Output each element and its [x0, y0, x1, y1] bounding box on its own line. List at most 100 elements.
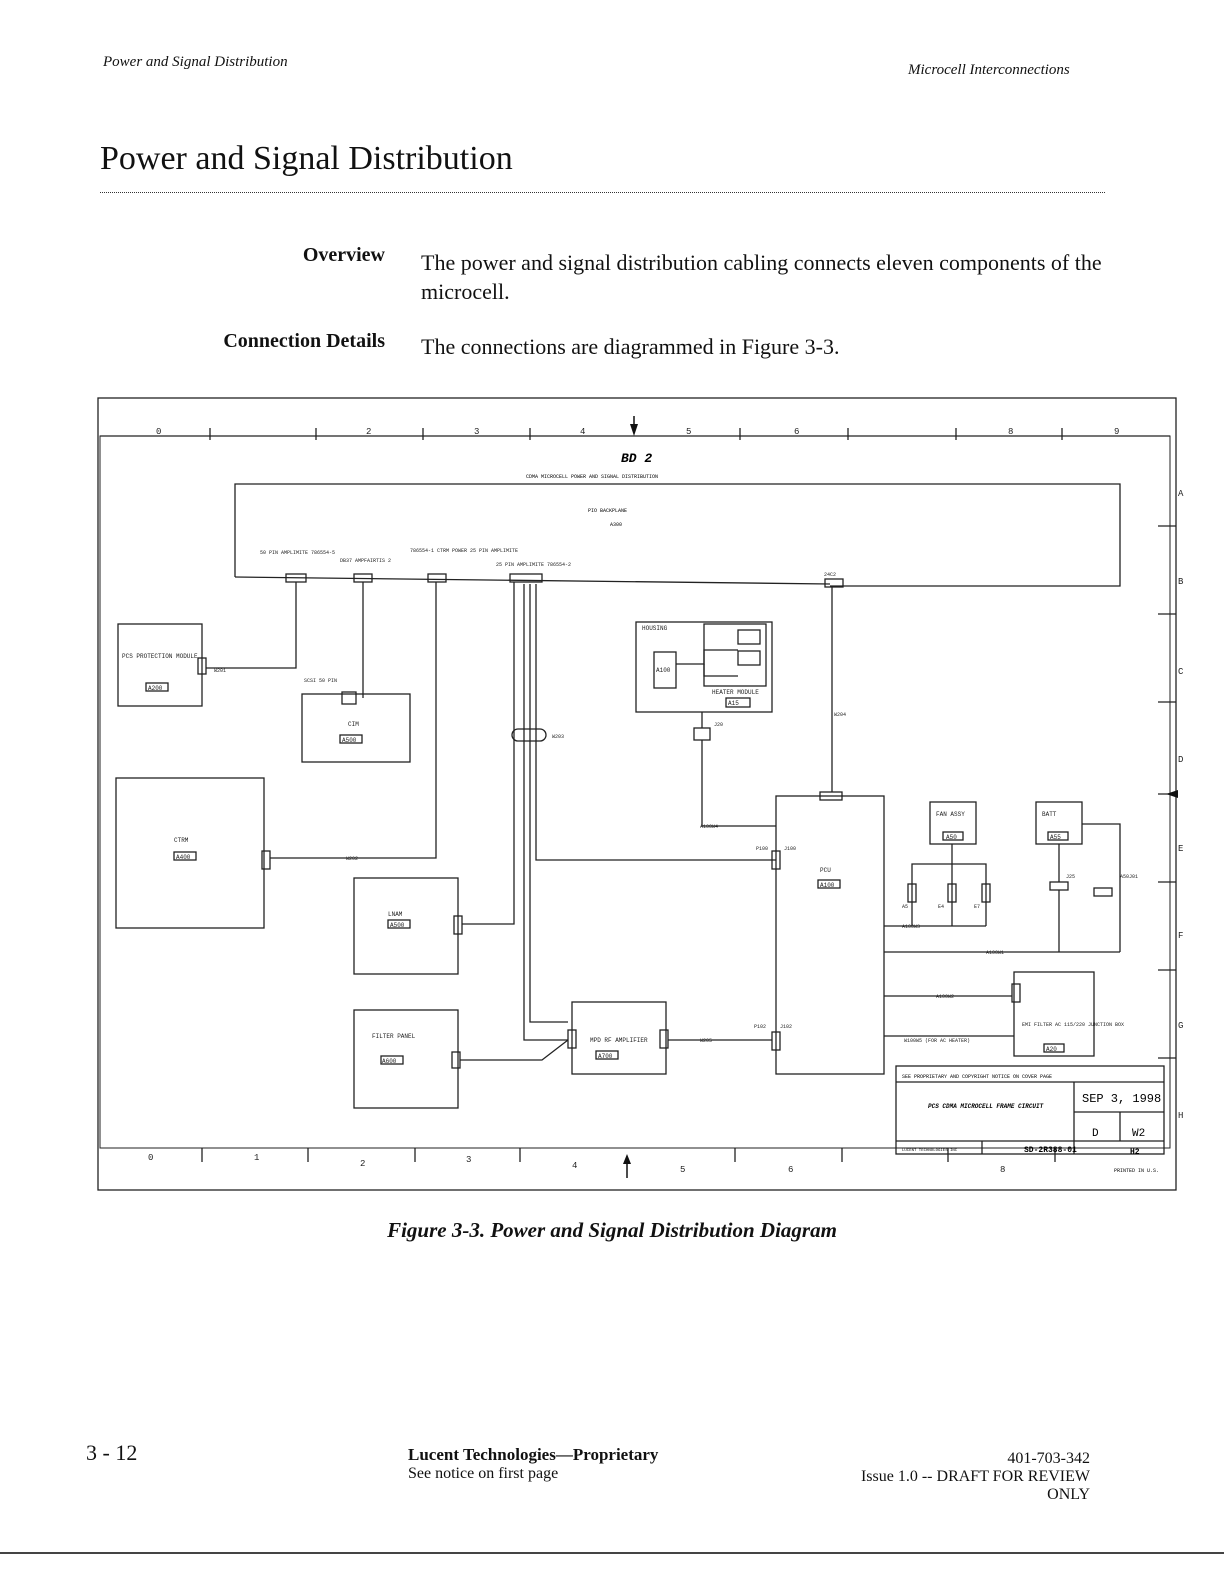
component-id: A55 — [1050, 834, 1061, 841]
wire-label: A100W4 — [700, 824, 718, 830]
footer-doc-block: 401-703-342 Issue 1.0 -- DRAFT FOR REVIE… — [780, 1450, 1090, 1504]
component-id: A200 — [148, 685, 163, 692]
side-letter: G — [1178, 1021, 1183, 1031]
page-title: Power and Signal Distribution — [100, 140, 513, 177]
connector-label: P100 — [756, 846, 768, 852]
top-ruler-label: 8 — [1008, 427, 1013, 437]
title-block-drawing-number: SD-2R388-01 — [1024, 1146, 1077, 1155]
footer-company-block: Lucent Technologies—Proprietary See noti… — [408, 1446, 658, 1483]
connector-label: J25 — [1066, 874, 1075, 880]
side-letter: B — [1178, 577, 1184, 587]
figure-caption: Figure 3-3. Power and Signal Distributio… — [387, 1218, 837, 1242]
running-header-right: Microcell Interconnections — [908, 62, 1070, 78]
backplane-box — [234, 483, 1121, 587]
connector-label: 786554-1 CTRM POWER 25 PIN AMPLIMITE — [410, 548, 518, 554]
title-block-page: H2 — [1130, 1148, 1140, 1157]
wire-label: A100W3 — [902, 924, 920, 930]
footer-issue: Issue 1.0 -- DRAFT FOR REVIEW — [860, 1468, 1090, 1485]
component-id: A400 — [176, 854, 191, 861]
side-letter: E — [1178, 844, 1183, 854]
component-name: MPD RF AMPLIFIER — [590, 1037, 648, 1044]
component-id: A700 — [598, 1053, 613, 1060]
fan-box — [929, 801, 977, 845]
filter-panel-box — [353, 1009, 459, 1109]
bottom-ruler-label: 5 — [680, 1165, 685, 1175]
title-block-rev: D — [1092, 1128, 1099, 1140]
component-name: CIM — [348, 721, 359, 728]
side-letter: A — [1178, 489, 1184, 499]
title-block-notice: SEE PROPRIETARY AND COPYRIGHT NOTICE ON … — [902, 1074, 1052, 1080]
bottom-ruler-label: 3 — [466, 1155, 471, 1165]
wire-label: W100W5 (FOR AC HEATER) — [904, 1038, 970, 1044]
component-id: A20 — [1046, 1046, 1057, 1053]
connector-label: E7 — [974, 904, 980, 910]
connector-label: P102 — [754, 1024, 766, 1030]
bottom-ruler-label: 6 — [788, 1165, 793, 1175]
title-block-company: LUCENT TECHNOLOGIES INC — [902, 1149, 958, 1153]
bottom-ruler-ticks — [201, 1148, 1056, 1162]
footer-company: Lucent Technologies—Proprietary — [408, 1445, 659, 1464]
running-header-left: Power and Signal Distribution — [103, 54, 288, 70]
top-ruler-label: 6 — [794, 427, 799, 437]
connector-label: E4 — [938, 904, 944, 910]
top-ruler-label: 0 — [156, 427, 161, 437]
emi-filter-box — [1013, 971, 1095, 1057]
bottom-ruler-label: 8 — [1000, 1165, 1005, 1175]
wire-label: W202 — [346, 856, 358, 862]
connector-label: J102 — [780, 1024, 792, 1030]
title-divider — [100, 192, 1105, 193]
connector-label: 50 PIN AMPLIMITE 786554-5 — [260, 550, 335, 556]
component-name: BATT — [1042, 811, 1057, 818]
component-name: CTRM — [174, 837, 189, 844]
component-id: A500 — [390, 922, 405, 929]
ctrm-box — [115, 777, 265, 929]
connector-label: A50J01 — [1120, 874, 1138, 880]
diagram-outer-frame — [97, 397, 1177, 1191]
housing-box — [635, 621, 773, 713]
component-name: LNAM — [388, 911, 403, 918]
pcu-box — [775, 795, 885, 1075]
connector-label: 25 PIN AMPLIMITE 786554-2 — [496, 562, 571, 568]
page-number: 3 - 12 — [86, 1440, 138, 1465]
sheet-id: BD 2 — [621, 451, 652, 466]
footer-issue-2: ONLY — [1047, 1486, 1090, 1503]
wire-label: W201 — [214, 668, 226, 674]
section-text-overview: The power and signal distribution cablin… — [421, 250, 1102, 304]
title-block — [895, 1065, 1165, 1155]
component-name: PCS PROTECTION MODULE — [122, 653, 198, 660]
bottom-ruler-label: 0 — [148, 1153, 153, 1163]
top-ruler-ticks — [209, 428, 1063, 440]
bottom-ruler-label: 2 — [360, 1159, 365, 1169]
connector-label: A5 — [902, 904, 908, 910]
side-letter: D — [1178, 755, 1183, 765]
top-ruler-label: 5 — [686, 427, 691, 437]
connector-label: J100 — [784, 846, 796, 852]
mpd-box — [571, 1001, 667, 1075]
diagram-subtitle: CDMA MICROCELL POWER AND SIGNAL DISTRIBU… — [526, 474, 658, 480]
wire-label: W204 — [834, 712, 846, 718]
side-letter: C — [1178, 667, 1184, 677]
bottom-ruler-label: 4 — [572, 1161, 577, 1171]
wire-label: A100W2 — [936, 994, 954, 1000]
section-label-overview: Overview — [302, 244, 385, 266]
title-block-date: SEP 3, 1998 — [1082, 1092, 1161, 1106]
footer-notice: See notice on first page — [408, 1465, 559, 1482]
component-name: FILTER PANEL — [372, 1033, 416, 1040]
wire-label: W205 — [700, 1038, 712, 1044]
title-block-sheet: W2 — [1132, 1128, 1145, 1140]
top-ruler-label: 9 — [1114, 427, 1119, 437]
footer-doc-number: 401-703-342 — [1007, 1450, 1090, 1467]
component-id: A600 — [382, 1058, 397, 1065]
title-block-printed: PRINTED IN U.S. — [1114, 1168, 1159, 1174]
backplane-label: PIO BACKPLANE — [588, 508, 627, 514]
wire-label: W203 — [552, 734, 564, 740]
power-signal-distribution-diagram: 0 2 3 4 5 6 8 9 0 1 2 3 4 5 6 8 A B C D … — [97, 397, 1184, 1191]
component-name: EMI FILTER AC 115/220 JUNCTION BOX — [1022, 1022, 1124, 1028]
side-letter: F — [1178, 931, 1183, 941]
component-name: PCU — [820, 867, 831, 874]
top-ruler-label: 2 — [366, 427, 371, 437]
connector-label: J20 — [714, 722, 723, 728]
component-id: A100 — [820, 882, 835, 889]
side-letter: H — [1178, 1111, 1183, 1121]
footer-rule — [0, 1552, 1224, 1554]
